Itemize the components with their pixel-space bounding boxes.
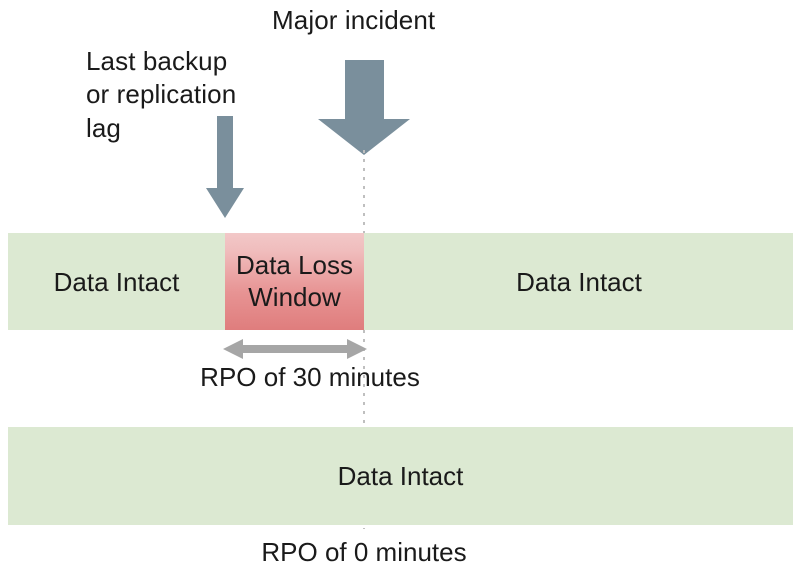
- rpo-30-minutes-label: RPO of 30 minutes: [200, 362, 420, 392]
- last-backup-label: Last backup or replication lag: [86, 46, 237, 143]
- top-timeline-bar: [8, 233, 793, 330]
- data-intact-left-label: Data Intact: [53, 267, 180, 297]
- data-loss-window-block: Data Loss Window: [225, 233, 364, 330]
- data-loss-window-label: Data Loss Window: [235, 250, 354, 312]
- data-intact-right-label: Data Intact: [516, 267, 642, 297]
- major-incident-label: Major incident: [272, 5, 436, 35]
- incident-time-dotted-line: [363, 150, 365, 529]
- major-incident-down-arrow-icon: [318, 60, 410, 155]
- bottom-timeline-bar: [8, 427, 793, 525]
- rpo-0-minutes-label: RPO of 0 minutes: [261, 537, 467, 567]
- rpo-measure-double-arrow-icon: [223, 339, 367, 359]
- last-backup-down-arrow-icon: [206, 116, 244, 218]
- data-intact-bottom-label: Data Intact: [337, 461, 464, 491]
